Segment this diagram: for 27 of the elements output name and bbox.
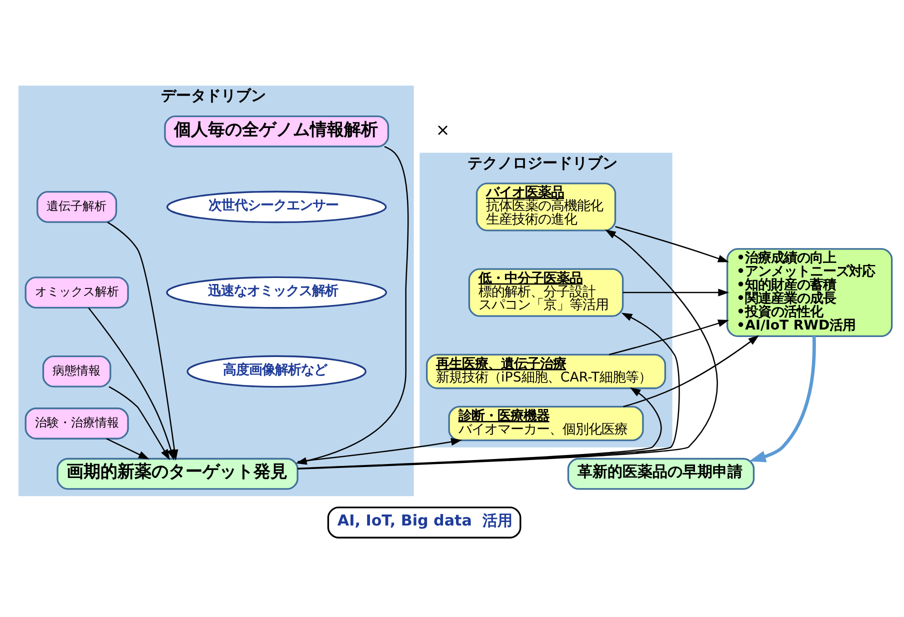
arrow	[88, 308, 175, 460]
label: ×	[436, 120, 450, 140]
node-box: バイオ医薬品 抗体医薬の高機能化 生産技術の進化	[476, 182, 616, 232]
arrow	[608, 320, 729, 356]
node-ellipse: 迅速なオミックス解析	[166, 276, 388, 309]
node-ellipse: 次世代シークエンサー	[166, 190, 387, 224]
arrow	[623, 335, 760, 408]
arrow	[298, 230, 718, 470]
node-box: 画期的新薬のターゲット発見	[56, 458, 298, 490]
node-box: 治験・治療情報	[24, 408, 129, 440]
node-box: 革新的医薬品の早期申請	[567, 458, 755, 490]
arrow	[298, 438, 462, 462]
node-box: 診断・医療機器 バイオマーカー、個別化医療	[448, 406, 644, 442]
node-box: 個人毎の全ゲノム情報解析	[164, 115, 390, 148]
node-box: 病態情報	[42, 356, 112, 388]
node-box: 再生医療、遺伝子治療 新規技術（iPS細胞、CAR-T細胞等）	[426, 354, 666, 390]
arrow	[615, 226, 729, 262]
node-box: 低・中分子医薬品 標的解析、分子設計 スパコン「京」等活用	[468, 268, 624, 317]
node-box: 遺伝子解析	[36, 191, 118, 223]
node-box: AI, IoT, Big data 活用	[327, 506, 522, 538]
node-ellipse: 高度画像解析など	[186, 355, 366, 388]
node-box: オミックス解析	[24, 276, 129, 308]
node-box: •治療成績の向上 •アンメットニーズ対応 •知的財産の蓄積 •関連産業の成長 •投資の活性化 •AI/IoT RWD活用	[726, 248, 893, 338]
arrow	[106, 438, 150, 460]
arrow	[748, 336, 816, 462]
arrow	[108, 386, 170, 460]
arrow	[622, 288, 730, 296]
